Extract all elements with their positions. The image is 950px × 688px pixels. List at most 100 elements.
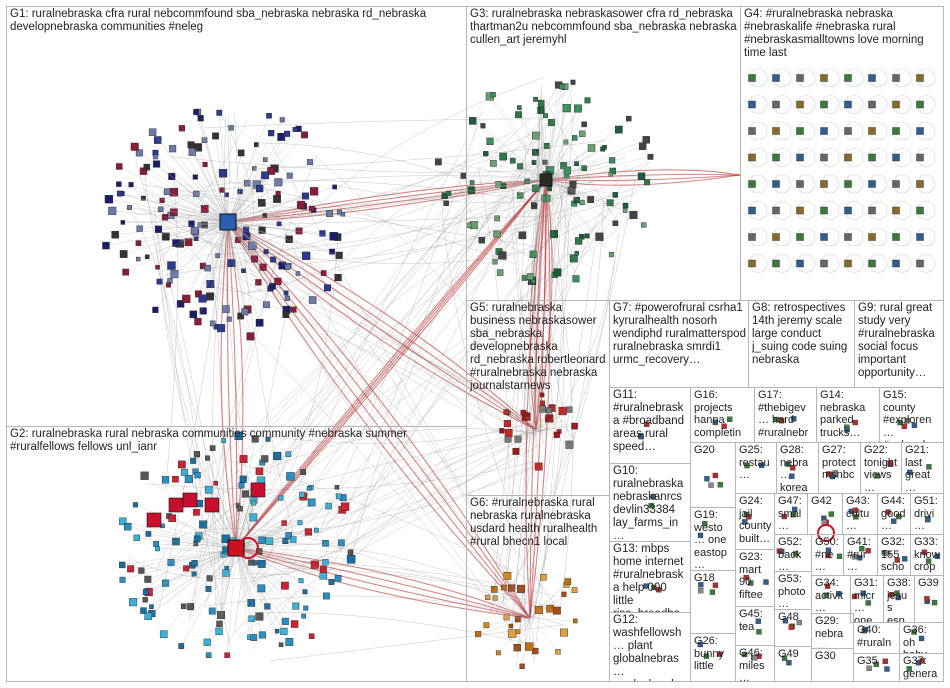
network-edge: [160, 181, 594, 218]
group-panel-g53[interactable]: G53: photo…: [774, 571, 812, 610]
network-edge: [545, 179, 577, 254]
group-panel-g26[interactable]: G26: bunny little: [690, 633, 736, 682]
group-panel-g16[interactable]: G16: projects hanna completin…: [690, 387, 755, 443]
group-panel-g12[interactable]: G12: washfellowsh… plant globalnebras… r…: [609, 612, 691, 682]
network-node: [237, 505, 243, 512]
network-edge-strong: [227, 221, 537, 431]
group-panel-g30[interactable]: G30: [811, 648, 854, 682]
network-node: [148, 128, 157, 136]
group-panel-g13[interactable]: G13: mbps home internet #ruralnebraska h…: [609, 541, 691, 613]
group-panel-g48[interactable]: G48: [774, 609, 812, 647]
group-panel-g1[interactable]: G1: ruralnebraska cfra rural nebcommfoun…: [6, 6, 467, 427]
network-node: [276, 221, 282, 227]
group-panel-g27[interactable]: G27: protect msnbc: [818, 442, 861, 494]
network-edge: [135, 160, 221, 578]
network-edge: [235, 547, 252, 619]
network-node: [901, 423, 908, 430]
group-panel-g6[interactable]: G6: #ruralnebraska rural nebraska ruraln…: [466, 495, 610, 682]
network-edge: [277, 446, 538, 543]
network-node: [132, 502, 138, 508]
network-node: [298, 578, 304, 584]
group-panel-g5[interactable]: G5: ruralnebraska business nebraskasower…: [466, 300, 610, 496]
network-edge: [233, 274, 511, 439]
network-edge: [235, 509, 343, 549]
network-node: [255, 318, 264, 327]
network-edge: [545, 147, 605, 181]
group-panel-g47[interactable]: G47: smal…: [774, 493, 808, 535]
network-node: [860, 590, 866, 596]
group-panel-g35[interactable]: G35: [853, 653, 900, 682]
group-panel-g8[interactable]: G8: retrospectives 14th jeremy scale lar…: [748, 300, 855, 388]
group-panel-g43[interactable]: G43: cultu…: [842, 493, 878, 535]
group-panel-g3[interactable]: G3: ruralnebraska nebraskasower cfra rd_…: [466, 6, 741, 301]
group-panel-g38[interactable]: G38: jesus esp…: [883, 575, 915, 623]
network-node: [569, 254, 578, 263]
hub-node: [539, 173, 553, 187]
network-node: [190, 457, 197, 464]
group-panel-g34[interactable]: G34: activit…: [811, 575, 851, 614]
group-panel-g36[interactable]: G36: oh baby…: [899, 622, 944, 654]
group-label-g35: G35: [857, 655, 878, 667]
network-node: [286, 472, 295, 481]
group-panel-g25[interactable]: G25: restau…: [735, 442, 777, 494]
group-panel-g33[interactable]: G33: know crop…: [910, 534, 944, 576]
group-panel-g50[interactable]: G50: #ne… #rur…: [811, 534, 844, 576]
group-panel-g14[interactable]: G14: nebraska parked trucks…: [816, 387, 880, 443]
group-panel-g31[interactable]: G31: micr… one…: [850, 575, 884, 623]
network-node: [155, 265, 160, 270]
group-panel-g7[interactable]: G7: #powerofrural csrha1 kyruralhealth n…: [609, 300, 749, 388]
group-panel-g19[interactable]: G19: westo… one eastop…: [690, 507, 736, 571]
network-edge: [316, 413, 565, 565]
network-node: [483, 151, 489, 157]
group-panel-g37[interactable]: G37: genera…: [899, 653, 944, 682]
network-edge: [546, 101, 620, 224]
network-edge: [145, 547, 237, 600]
group-panel-g49[interactable]: G49: [774, 646, 812, 682]
group-panel-g45[interactable]: G45: tea: [735, 606, 775, 646]
group-label-g4: G4: #ruralnebraska nebraska #nebraskalif…: [744, 8, 927, 59]
network-node: [340, 502, 350, 511]
group-panel-g24[interactable]: G24: jail county built…: [735, 493, 775, 550]
network-edge: [246, 147, 547, 476]
network-edge: [227, 221, 286, 315]
group-panel-g9[interactable]: G9: rural great study very #ruralnebrask…: [854, 300, 944, 388]
group-panel-g42[interactable]: G42: [807, 493, 843, 535]
network-node: [571, 422, 578, 430]
network-node: [258, 226, 266, 234]
network-node: [204, 455, 211, 461]
network-node: [571, 135, 578, 141]
network-node: [335, 493, 342, 500]
group-panel-g21[interactable]: G21: last great…: [901, 442, 944, 494]
hub-node: [227, 539, 245, 557]
network-node: [142, 597, 148, 603]
group-panel-g52[interactable]: G52: back…: [774, 534, 812, 572]
group-panel-g39[interactable]: G39: [914, 575, 944, 623]
network-node: [868, 233, 876, 241]
network-node: [301, 131, 308, 139]
group-panel-g17[interactable]: G17: #thebigev… hard #ruralnebr…: [754, 387, 817, 443]
group-panel-g11[interactable]: G11: #ruralnebraska #broadband areas rur…: [609, 387, 691, 464]
network-node: [289, 536, 297, 543]
network-node: [193, 109, 199, 115]
group-panel-g28[interactable]: G28: nebra… korea…: [776, 442, 819, 494]
group-panel-g41[interactable]: G41: #rur… eve…: [843, 534, 878, 576]
group-panel-g32[interactable]: G32: 155 scho…: [877, 534, 911, 576]
group-panel-g4[interactable]: G4: #ruralnebraska nebraska #nebraskalif…: [740, 6, 944, 301]
group-panel-g15[interactable]: G15: county #exploren… #nebrask…: [879, 387, 944, 443]
network-edge: [216, 221, 229, 327]
group-panel-g40[interactable]: G40: #ruraln…: [853, 622, 900, 654]
group-panel-g22[interactable]: G22: tonight views…: [860, 442, 902, 494]
group-panel-g10[interactable]: G10: ruralnebraska nebraskanrcs devlin33…: [609, 463, 691, 542]
group-panel-g51[interactable]: G51: drivi…: [910, 493, 944, 535]
group-panel-g18[interactable]: G18: [690, 570, 736, 634]
network-edge: [224, 459, 534, 582]
network-node: [279, 117, 285, 123]
network-node: [237, 312, 244, 320]
group-panel-g46[interactable]: G46: miles…: [735, 645, 775, 682]
group-panel-g23[interactable]: G23: mart 90 fiftee…: [735, 549, 775, 607]
group-panel-g44[interactable]: G44: good…: [877, 493, 911, 535]
group-panel-g29[interactable]: G29: nebra…: [811, 613, 854, 649]
group-panel-g2[interactable]: G2: ruralnebraska rural nebraska communi…: [6, 426, 467, 682]
group-panel-g20[interactable]: G20: [690, 442, 736, 508]
network-node: [190, 227, 199, 235]
